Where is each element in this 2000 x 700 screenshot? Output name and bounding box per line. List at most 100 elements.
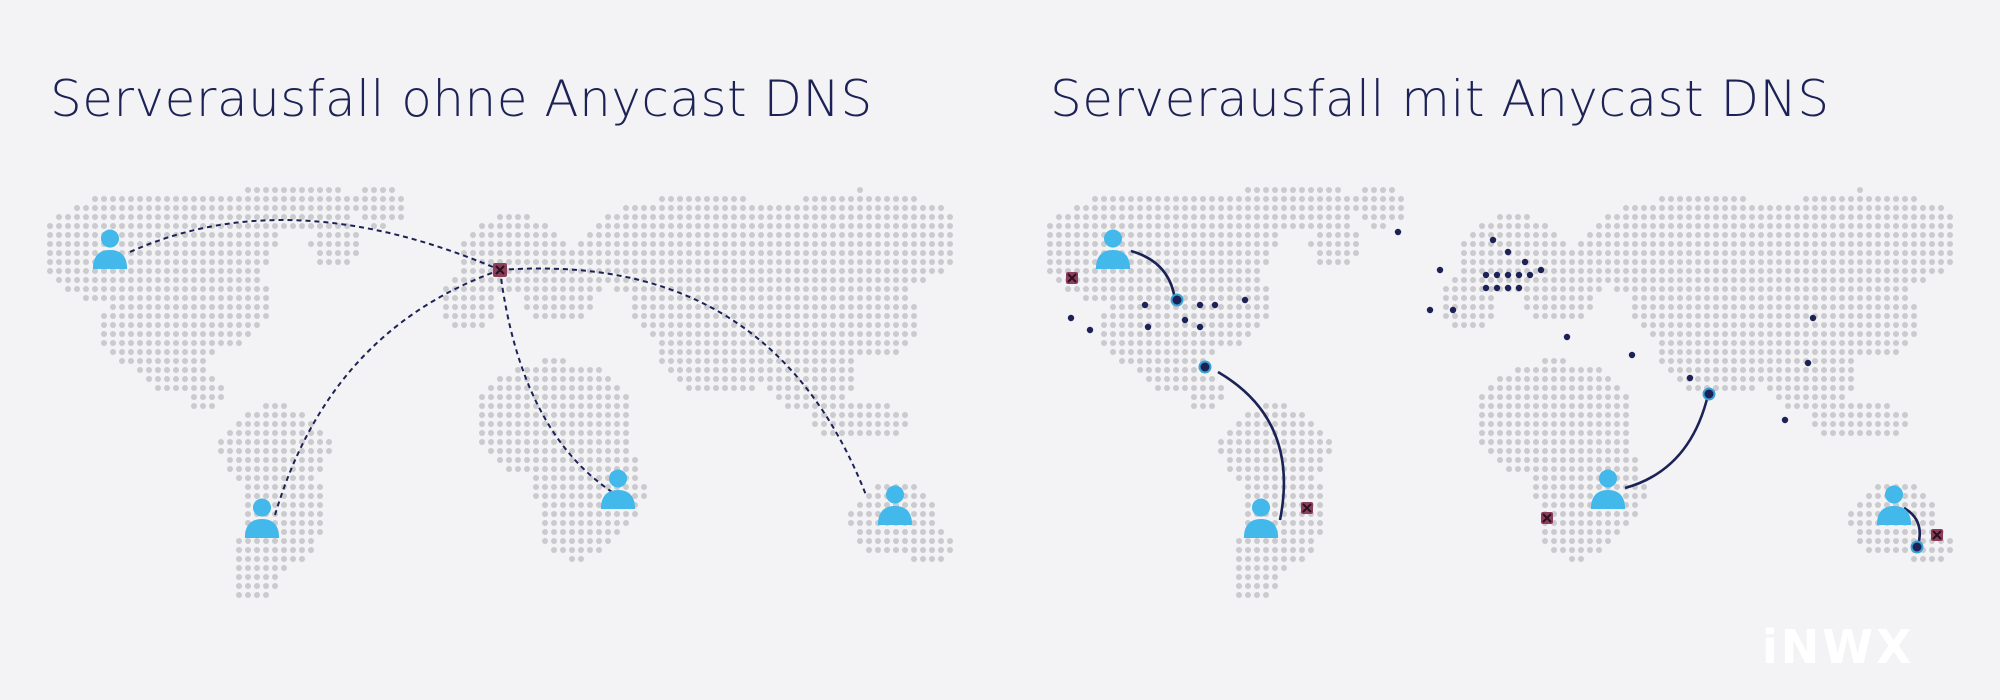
map-dot <box>1596 394 1602 400</box>
map-dot <box>704 376 710 382</box>
map-dot <box>1776 394 1782 400</box>
map-dot <box>488 268 494 274</box>
server-node-icon <box>1086 326 1094 334</box>
map-dot <box>677 295 683 301</box>
map-dot <box>695 367 701 373</box>
map-dot <box>1776 223 1782 229</box>
map-dot <box>1821 259 1827 265</box>
map-dot <box>659 223 665 229</box>
map-dot <box>884 295 890 301</box>
map-dot <box>1839 403 1845 409</box>
map-dot <box>1740 196 1746 202</box>
map-dot <box>164 196 170 202</box>
map-dot <box>1785 403 1791 409</box>
map-dot <box>1254 232 1260 238</box>
map-dot <box>1758 358 1764 364</box>
map-dot <box>1443 304 1449 310</box>
map-dot <box>1326 250 1332 256</box>
map-dot <box>875 421 881 427</box>
map-dot <box>1299 457 1305 463</box>
map-dot <box>1146 196 1152 202</box>
map-dot <box>1704 304 1710 310</box>
map-dot <box>236 259 242 265</box>
map-dot <box>1209 313 1215 319</box>
map-dot <box>767 358 773 364</box>
map-dot <box>740 250 746 256</box>
map-dot <box>722 385 728 391</box>
map-dot <box>1659 241 1665 247</box>
map-dot <box>497 394 503 400</box>
map-dot <box>1371 223 1377 229</box>
map-dot <box>668 313 674 319</box>
map-dot <box>281 223 287 229</box>
map-dot <box>857 259 863 265</box>
map-dot <box>1893 241 1899 247</box>
map-dot <box>1839 223 1845 229</box>
map-dot <box>1659 304 1665 310</box>
map-dot <box>101 340 107 346</box>
map-dot <box>1182 295 1188 301</box>
map-dot <box>884 331 890 337</box>
map-dot <box>596 484 602 490</box>
map-dot <box>254 295 260 301</box>
map-dot <box>1065 214 1071 220</box>
map-dot <box>857 187 863 193</box>
map-dot <box>1209 223 1215 229</box>
map-dot <box>1164 259 1170 265</box>
map-dot <box>1623 511 1629 517</box>
map-dot <box>596 511 602 517</box>
map-dot <box>1182 376 1188 382</box>
map-dot <box>1587 232 1593 238</box>
map-dot <box>1794 223 1800 229</box>
map-dot <box>848 421 854 427</box>
map-dot <box>1668 322 1674 328</box>
map-dot <box>506 241 512 247</box>
map-dot <box>1551 493 1557 499</box>
map-dot <box>1200 313 1206 319</box>
map-dot <box>578 277 584 283</box>
map-dot <box>1263 547 1269 553</box>
map-dot <box>1812 403 1818 409</box>
map-dot <box>1722 214 1728 220</box>
map-dot <box>1155 286 1161 292</box>
map-dot <box>1164 331 1170 337</box>
map-dot <box>1659 286 1665 292</box>
map-dot <box>1587 466 1593 472</box>
map-dot <box>1668 331 1674 337</box>
map-dot <box>1668 214 1674 220</box>
map-dot <box>614 241 620 247</box>
map-dot <box>695 358 701 364</box>
map-dot <box>1785 349 1791 355</box>
map-dot <box>1569 457 1575 463</box>
map-dot <box>1704 196 1710 202</box>
map-dot <box>137 349 143 355</box>
world-map-right <box>1047 187 1953 598</box>
map-dot <box>254 493 260 499</box>
map-dot <box>947 232 953 238</box>
map-dot <box>875 214 881 220</box>
map-dot <box>110 322 116 328</box>
map-dot <box>1569 250 1575 256</box>
map-dot <box>722 205 728 211</box>
map-dot <box>83 214 89 220</box>
map-dot <box>911 223 917 229</box>
server-node-icon <box>1521 258 1529 266</box>
map-dot <box>1848 340 1854 346</box>
map-dot <box>146 367 152 373</box>
map-dot <box>839 430 845 436</box>
map-dot <box>1794 313 1800 319</box>
map-dot <box>677 241 683 247</box>
map-dot <box>1569 439 1575 445</box>
map-dot <box>1785 385 1791 391</box>
map-dot <box>1830 259 1836 265</box>
map-dot <box>1074 259 1080 265</box>
map-dot <box>1146 295 1152 301</box>
map-dot <box>893 430 899 436</box>
map-dot <box>1308 448 1314 454</box>
map-dot <box>569 376 575 382</box>
map-dot <box>1461 313 1467 319</box>
map-dot <box>1083 250 1089 256</box>
map-dot <box>722 349 728 355</box>
map-dot <box>137 277 143 283</box>
map-dot <box>713 205 719 211</box>
